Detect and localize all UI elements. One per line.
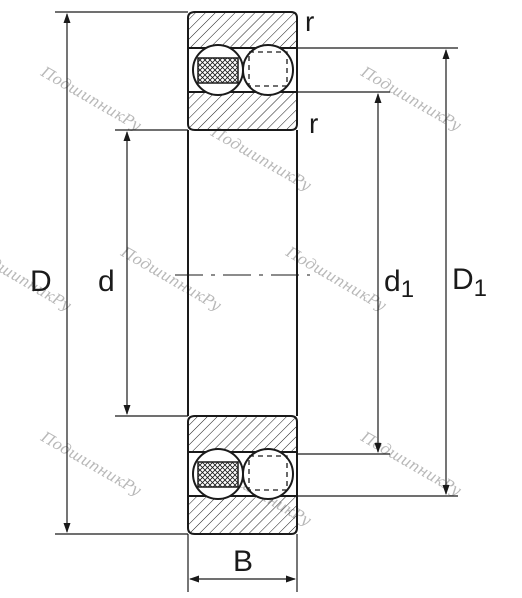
ball-right-bottom	[242, 448, 294, 500]
label-d1-sub: 1	[401, 276, 414, 303]
watermark: ПодшипникРу	[282, 242, 390, 314]
cage-right-bottom	[248, 455, 288, 491]
watermark: ПодшипникРу	[37, 427, 145, 499]
bore	[175, 130, 310, 416]
watermark: ПодшипникРу	[357, 427, 465, 499]
bearing-top-section	[187, 11, 298, 131]
label-r-top: r	[305, 6, 314, 37]
watermark: ПодшипникРу	[207, 122, 315, 194]
ball-right-top	[242, 44, 294, 96]
cage-left-bottom	[197, 461, 239, 488]
label-D1: D1	[452, 263, 487, 302]
outer-ring-bottom	[187, 495, 298, 535]
watermark: ПодшипникРу	[117, 242, 225, 314]
label-B: B	[233, 545, 253, 578]
outer-ring-top	[187, 11, 298, 49]
bearing-bottom-section	[187, 415, 298, 535]
inner-ring-bottom	[187, 415, 298, 453]
label-r-inner: r	[309, 108, 318, 139]
labels: D d d1 D1 B r r	[30, 6, 487, 578]
label-d1: d1	[384, 265, 414, 303]
label-D: D	[30, 265, 52, 298]
label-d1-main: d	[384, 265, 401, 298]
watermark: ПодшипникРу	[37, 62, 145, 134]
cage-left-top	[197, 57, 239, 84]
cage-right-top	[248, 51, 288, 87]
label-d: d	[98, 265, 115, 298]
label-D1-sub: 1	[474, 275, 487, 302]
watermark: ПодшипникРу	[357, 62, 465, 134]
inner-ring-top	[187, 91, 298, 131]
dimensions	[55, 11, 458, 592]
label-D1-main: D	[452, 263, 474, 296]
